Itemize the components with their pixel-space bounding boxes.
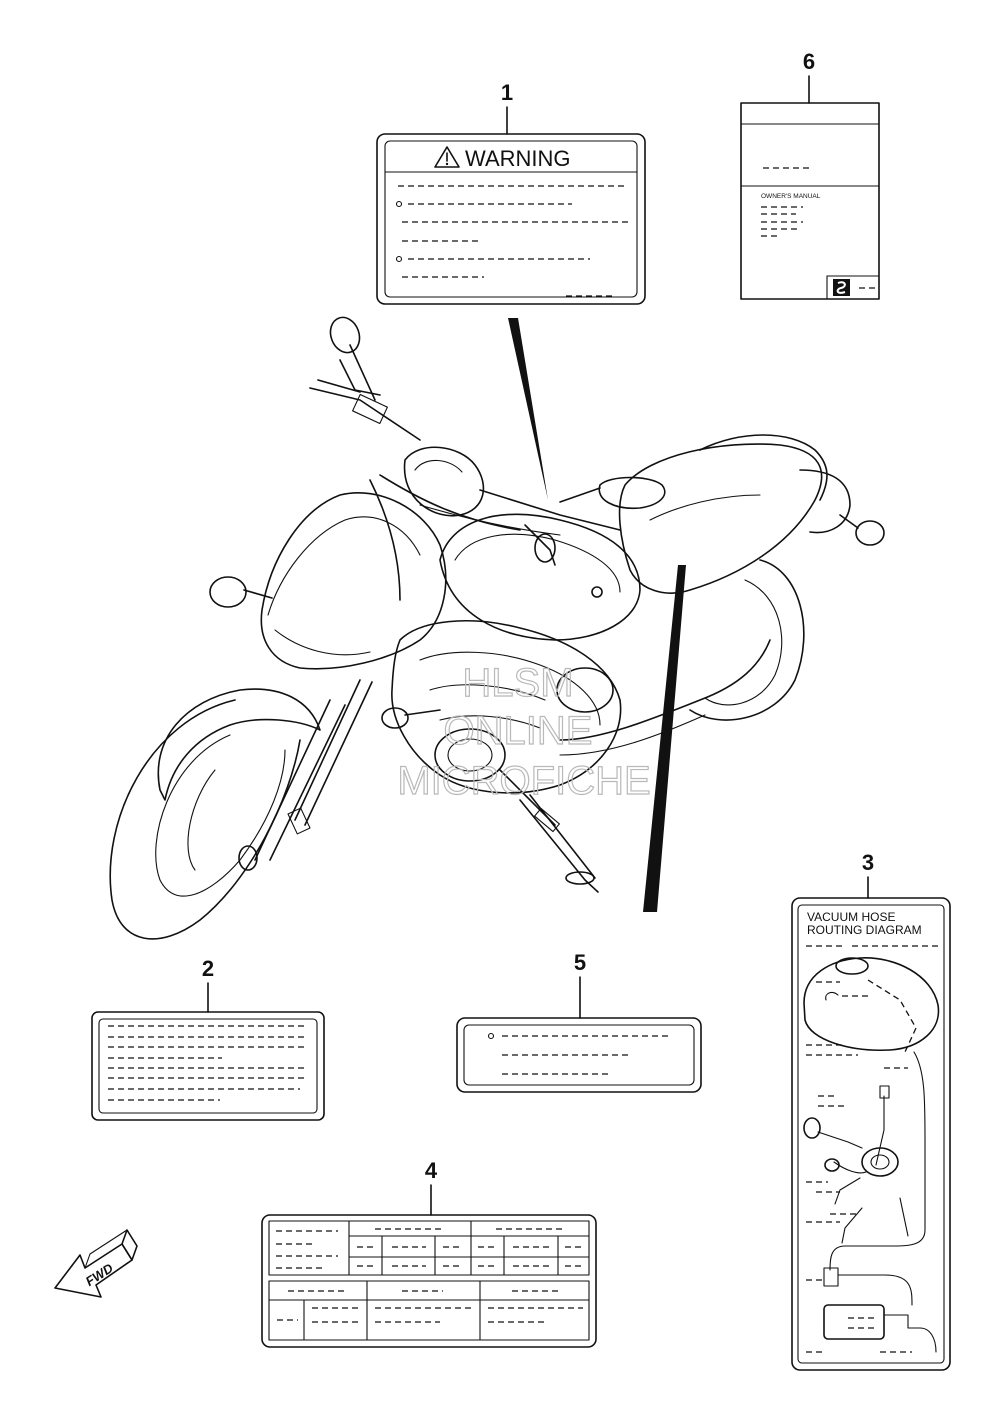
forward-direction-arrow-icon: FWD (54, 1229, 138, 1298)
watermark-line-1: HLSM (462, 661, 573, 705)
callout-number-2: 2 (202, 956, 214, 981)
part-4-table-label[interactable]: 4 (261, 1158, 597, 1348)
part-1-warning-label[interactable]: 1 WARNING (376, 80, 646, 305)
callout-number-6: 6 (803, 49, 815, 74)
pointer-label-1 (508, 318, 548, 500)
warning-triangle-icon (434, 146, 460, 168)
part-3-vacuum-hose-label[interactable]: 3 VACUUM HOSE ROUTING DIAGRAM (791, 850, 951, 1371)
callout-number-3: 3 (862, 850, 874, 875)
fwd-text: FWD (83, 1260, 117, 1289)
motorcycle-illustration (109, 316, 885, 940)
watermark-line-2: ONLINE (444, 709, 593, 753)
diagram-title-line-1: VACUUM HOSE (807, 910, 895, 924)
callout-number-5: 5 (574, 950, 586, 975)
callout-number-4: 4 (425, 1158, 438, 1183)
callout-number-1: 1 (501, 80, 513, 105)
watermark-line-3: MICROFICHE (397, 759, 650, 803)
diagram-title-line-2: ROUTING DIAGRAM (807, 923, 922, 937)
pointer-label-5 (643, 565, 686, 912)
part-6-owners-manual[interactable]: 6 OWNER'S MANUAL (740, 49, 880, 300)
warning-heading: WARNING (465, 146, 571, 171)
watermark: HLSM ONLINE MICROFICHE (397, 660, 652, 803)
manual-title: OWNER'S MANUAL (761, 193, 821, 200)
part-5-label[interactable]: 5 (456, 950, 702, 1093)
part-2-label[interactable]: 2 (91, 956, 325, 1121)
